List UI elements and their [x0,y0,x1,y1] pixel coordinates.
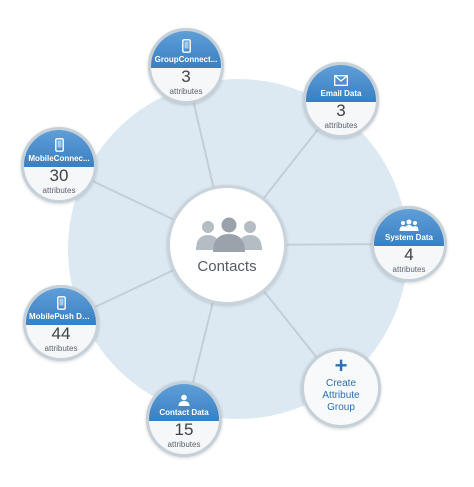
envelope-icon [334,75,348,86]
node-title: Email Data [320,89,362,98]
node-attributes-label: attributes [324,121,358,130]
node-title: GroupConnect... [154,55,218,64]
mobile-connect-node[interactable]: MobileConnec... 30 attributes [21,127,97,203]
mobile-phone-icon [181,39,191,53]
node-header-band [24,130,94,167]
mobile-phone-icon [56,296,66,310]
node-header-band [151,31,221,68]
create-label-line: Attribute [322,390,360,401]
mobile-phone-icon [54,138,64,152]
node-title: MobileConnec... [28,154,90,163]
plus-icon: + [334,353,348,378]
node-header-band [26,288,96,325]
node-title: Contact Data [159,408,209,417]
email-data-node[interactable]: Email Data 3 attributes [303,62,379,138]
node-count: 3 [181,67,191,86]
node-attributes-label: attributes [44,344,78,353]
node-attributes-label: attributes [42,186,76,195]
node-count: 30 [49,166,69,185]
node-attributes-label: attributes [392,265,426,274]
people-group-icon [399,219,419,231]
node-attributes-label: attributes [169,87,203,96]
node-title: MobilePush Data [29,312,93,321]
create-label-line: Create [325,378,356,389]
hub-label: Contacts [197,258,257,275]
node-count: 44 [51,324,71,343]
node-count: 4 [404,245,414,264]
node-title: System Data [384,233,434,242]
contacts-hub[interactable]: Contacts [167,185,287,305]
create-label-line: Group [327,402,355,413]
create-attribute-group-button[interactable]: + Create Attribute Group [301,348,381,428]
node-count: 3 [336,101,346,120]
person-icon [178,394,190,406]
group-connect-node[interactable]: GroupConnect... 3 attributes [148,28,224,104]
system-data-node[interactable]: System Data 4 attributes [371,206,447,282]
node-count: 15 [174,420,194,439]
mobile-push-data-node[interactable]: MobilePush Data 44 attributes [23,285,99,361]
node-header-band [306,65,376,102]
create-attribute-group-label: Create Attribute Group [308,378,374,414]
contact-data-node[interactable]: Contact Data 15 attributes [146,381,222,457]
people-group-icon [196,217,262,252]
node-attributes-label: attributes [167,440,201,449]
